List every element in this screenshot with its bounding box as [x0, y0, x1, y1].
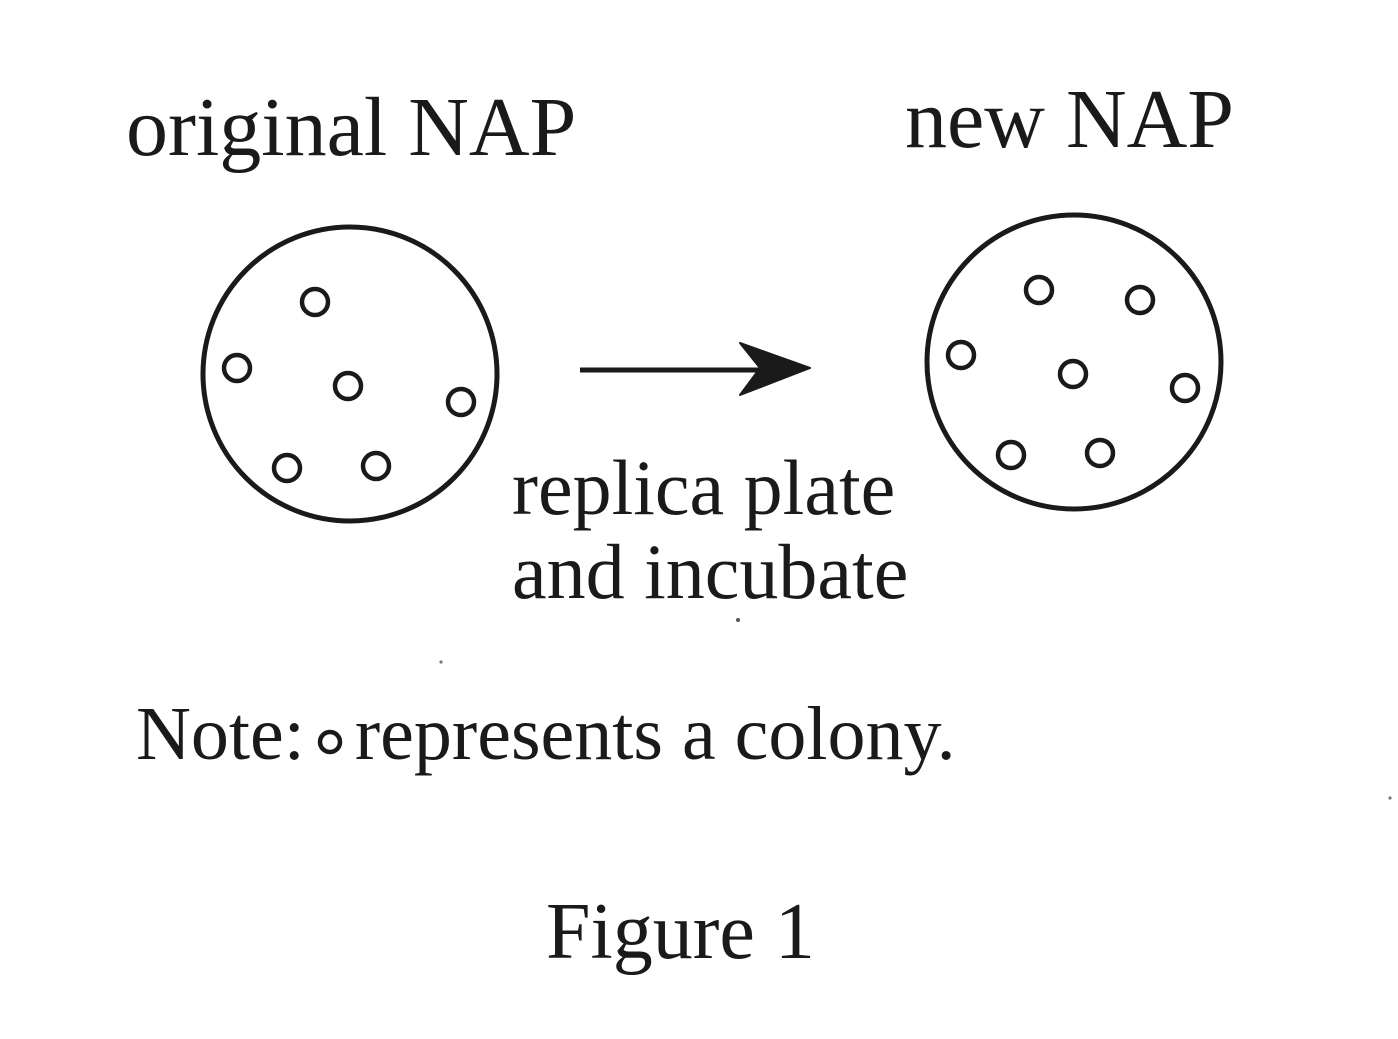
arrow-head [739, 342, 811, 396]
colony-icon [445, 386, 477, 418]
colony-icon [221, 352, 253, 384]
original-plate-dish [200, 224, 500, 524]
process-label-line-2: and incubate [512, 528, 909, 615]
legend-note: Note: represents a colony. [136, 696, 956, 772]
process-label: replica plate and incubate [512, 446, 908, 614]
new-plate-dish [924, 212, 1224, 512]
original-plate-title: original NAP [126, 81, 577, 174]
replica-arrow [580, 342, 811, 396]
colony-icon [360, 450, 392, 482]
colony-icon [1084, 437, 1116, 469]
colony-icon [1057, 358, 1089, 390]
colony-icon [299, 286, 331, 318]
figure-caption: Figure 1 [546, 888, 815, 976]
new-plate [924, 212, 1224, 512]
colony-icon [1169, 372, 1201, 404]
scan-speck [1388, 796, 1392, 800]
colony-icon [317, 729, 343, 755]
original-plate-colonies [221, 286, 477, 484]
new-plate-colonies [945, 274, 1201, 471]
colony-icon [1124, 284, 1156, 316]
colony-icon [271, 452, 303, 484]
process-label-line-1: replica plate [512, 444, 896, 531]
scan-speck [439, 660, 443, 664]
new-plate-title: new NAP [905, 73, 1234, 166]
colony-icon [945, 339, 977, 371]
original-plate [200, 224, 500, 524]
colony-icon [995, 439, 1027, 471]
note-prefix: Note: [136, 692, 305, 776]
scan-speck [736, 618, 740, 622]
colony-icon [332, 370, 364, 402]
colony-icon [1023, 274, 1055, 306]
note-suffix: represents a colony. [354, 692, 956, 776]
